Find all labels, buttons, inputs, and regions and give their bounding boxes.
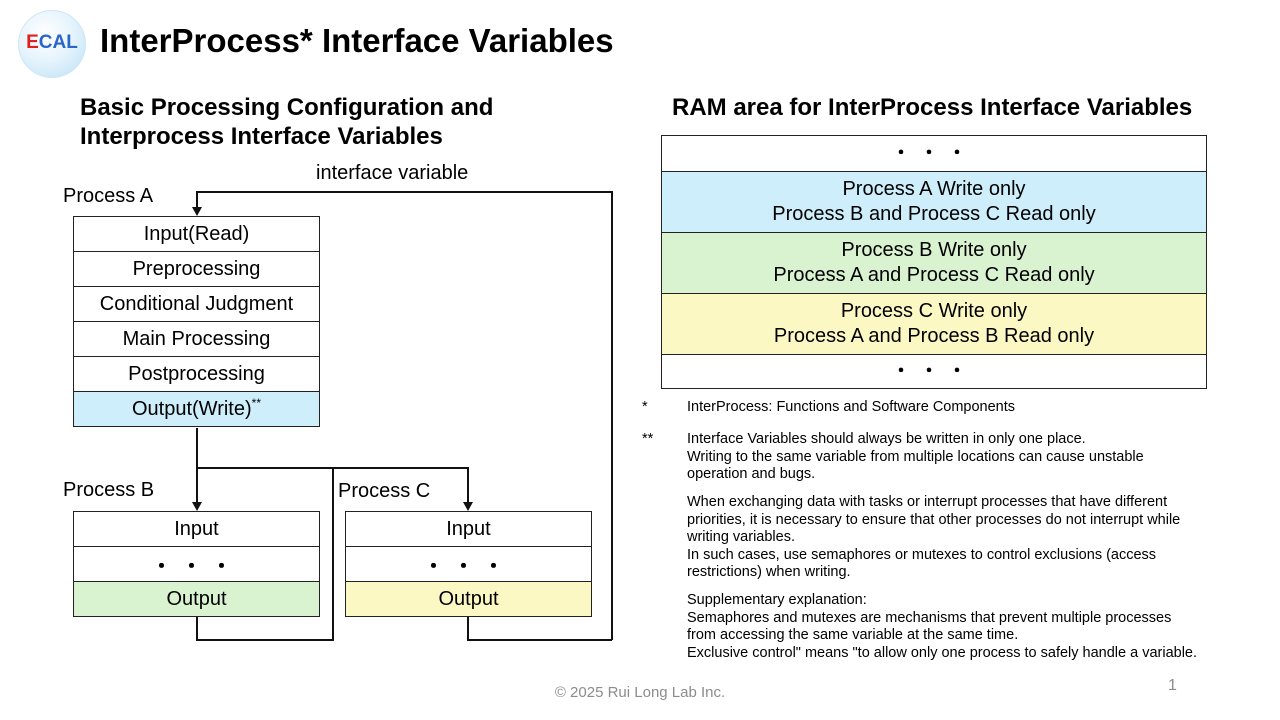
process-a-output-label: Output(Write)	[131, 397, 252, 420]
process-b-label: Process B	[63, 479, 155, 501]
process-b-stack: Input ・・・ Output	[73, 511, 320, 617]
process-a-step-conditional: Conditional Judgment	[73, 286, 320, 321]
arrow-into-process-c	[463, 502, 473, 511]
process-c-label: Process C	[338, 480, 431, 502]
slide-title: InterProcess* Interface Variables	[100, 22, 614, 59]
process-a-step-main: Main Processing	[73, 321, 320, 356]
process-a-step-input: Input(Read)	[73, 216, 320, 251]
process-a-step-postprocessing: Postprocessing	[73, 356, 320, 391]
note-2-line: operation and bugs.	[687, 466, 816, 482]
logo-text: ECAL	[18, 32, 86, 54]
note-3-line: restrictions) when writing.	[687, 564, 851, 580]
process-b-output: Output	[73, 581, 320, 617]
note-2-mark: **	[642, 431, 654, 447]
ram-row-process-a: Process A Write only Process B and Proce…	[661, 171, 1207, 232]
process-a-output-mark: **	[251, 396, 261, 410]
note-1-mark: *	[642, 399, 648, 415]
ram-row-process-c-line2: Process A and Process B Read only	[773, 325, 1095, 347]
note-4-line: Semaphores and mutexes are mechanisms th…	[687, 609, 1172, 626]
ram-row-process-c-line1: Process C Write only	[840, 300, 1028, 322]
note-3-line: priorities, it is necessary to ensure th…	[687, 511, 1181, 528]
left-heading-line2: Interprocess Interface Variables	[80, 123, 443, 150]
line-c-output-return	[467, 617, 612, 641]
process-a-output: Output(Write)**	[73, 391, 320, 427]
process-c-stack: Input ・・・ Output	[345, 511, 592, 617]
ram-row-bottom-dots-text: ・・・	[892, 361, 976, 381]
note-4-line: from accessing the same variable at the …	[687, 627, 1019, 643]
process-a-label: Process A	[63, 185, 154, 207]
ram-row-top-dots-text: ・・・	[892, 143, 976, 163]
note-4-text: Supplementary explanation: Semaphores an…	[687, 592, 1277, 662]
process-b-dots: ・・・	[73, 546, 320, 581]
note-3-line: When exchanging data with tasks or inter…	[687, 494, 1168, 510]
process-a-stack: Input(Read) Preprocessing Conditional Ju…	[73, 216, 320, 427]
logo-letter-e: E	[26, 32, 39, 53]
note-4-line: Supplementary explanation:	[687, 592, 867, 608]
note-3-line: In such cases, use semaphores or mutexes…	[687, 546, 1157, 563]
process-b-input: Input	[73, 511, 320, 546]
note-4-line: Exclusive control" means "to allow only …	[687, 644, 1198, 661]
ecal-logo: ECAL	[18, 10, 86, 78]
ram-row-process-b-line1: Process B Write only	[841, 239, 1027, 261]
ram-row-process-c: Process C Write only Process A and Proce…	[661, 293, 1207, 354]
ram-row-top-dots: ・・・	[661, 135, 1207, 171]
line-branch-to-c	[197, 467, 469, 505]
copyright-footer: © 2025 Rui Long Lab Inc.	[554, 684, 726, 701]
right-heading: RAM area for InterProcess Interface Vari…	[672, 94, 1193, 121]
ram-area-table: ・・・ Process A Write only Process B and P…	[661, 135, 1207, 389]
arrow-into-process-a	[192, 207, 202, 216]
logo-letter-c: C	[38, 32, 53, 53]
note-3-line: writing variables.	[687, 529, 795, 545]
ram-row-process-a-line1: Process A Write only	[842, 178, 1026, 200]
logo-letter-l: L	[66, 32, 78, 53]
interface-variable-label: interface variable	[316, 162, 469, 184]
note-2-line: Writing to the same variable from multip…	[687, 448, 1144, 465]
note-2-line: Interface Variables should always be wri…	[687, 431, 1086, 447]
ram-row-bottom-dots: ・・・	[661, 354, 1207, 389]
ram-row-process-b-line2: Process A and Process C Read only	[773, 264, 1095, 286]
process-c-output: Output	[345, 581, 592, 617]
logo-letter-a: A	[52, 32, 67, 53]
left-heading-line1: Basic Processing Configuration and	[80, 94, 494, 121]
process-c-input: Input	[345, 511, 592, 546]
process-a-step-preprocessing: Preprocessing	[73, 251, 320, 286]
note-3-text: When exchanging data with tasks or inter…	[687, 494, 1277, 582]
loop-line-to-process-a	[196, 191, 613, 640]
note-1-text: InterProcess: Functions and Software Com…	[687, 399, 1016, 415]
process-c-dots: ・・・	[345, 546, 592, 581]
ram-row-process-b: Process B Write only Process A and Proce…	[661, 232, 1207, 293]
ram-row-process-a-line2: Process B and Process C Read only	[772, 203, 1096, 225]
arrow-into-process-b	[192, 502, 202, 511]
page-number: 1	[1168, 677, 1177, 694]
line-b-output-return	[196, 468, 334, 641]
note-2-text: Interface Variables should always be wri…	[687, 431, 1277, 484]
